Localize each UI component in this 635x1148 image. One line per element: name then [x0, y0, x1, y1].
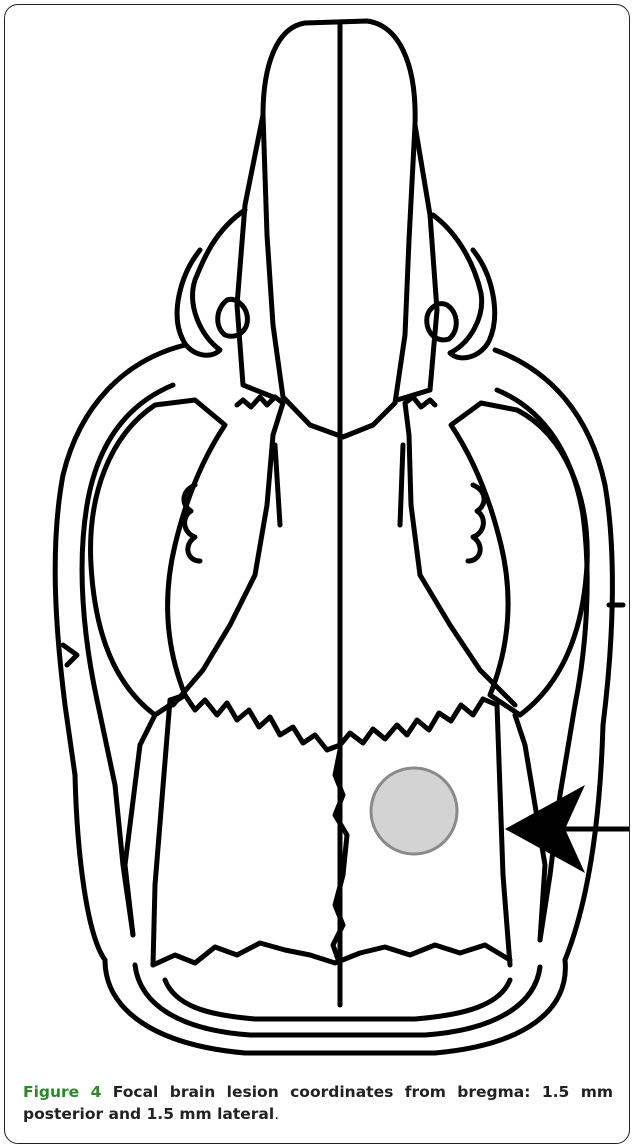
parietal-left	[153, 700, 170, 965]
figure-caption: Figure 4 Focal brain lesion coordinates …	[23, 1081, 613, 1125]
zygomatic-curl-right	[433, 215, 495, 358]
lower-wall-right-inner	[540, 705, 575, 940]
zygomatic-curl-left-inner	[218, 299, 248, 336]
zygomatic-arch-right-inner	[497, 390, 587, 705]
zygomatic-arch-right	[495, 350, 612, 725]
parietal-right	[497, 705, 510, 965]
lower-wall-right	[565, 725, 603, 960]
figure-frame: Figure 4 Focal brain lesion coordinates …	[4, 4, 630, 1144]
zygomatic-curl-right-inner	[427, 304, 456, 340]
zygomatic-curl-left	[177, 210, 245, 355]
coronal-suture	[170, 695, 497, 750]
temporal-line-right	[515, 715, 545, 940]
figure-caption-text: Focal brain lesion coordinates from breg…	[23, 1083, 613, 1123]
lower-wall-left-inner	[97, 700, 133, 935]
skull-diagram	[5, 5, 630, 1065]
frontal-inner-line-right	[400, 445, 403, 525]
lower-wall-left	[75, 775, 105, 960]
orbit-right-inner-bumps	[468, 485, 484, 561]
figure-label: Figure 4	[23, 1083, 101, 1101]
side-notch-left	[63, 645, 77, 665]
occipital-outer	[105, 960, 565, 1053]
frontal-inner-line-left	[275, 445, 280, 525]
figure-caption-end: .	[274, 1105, 279, 1123]
